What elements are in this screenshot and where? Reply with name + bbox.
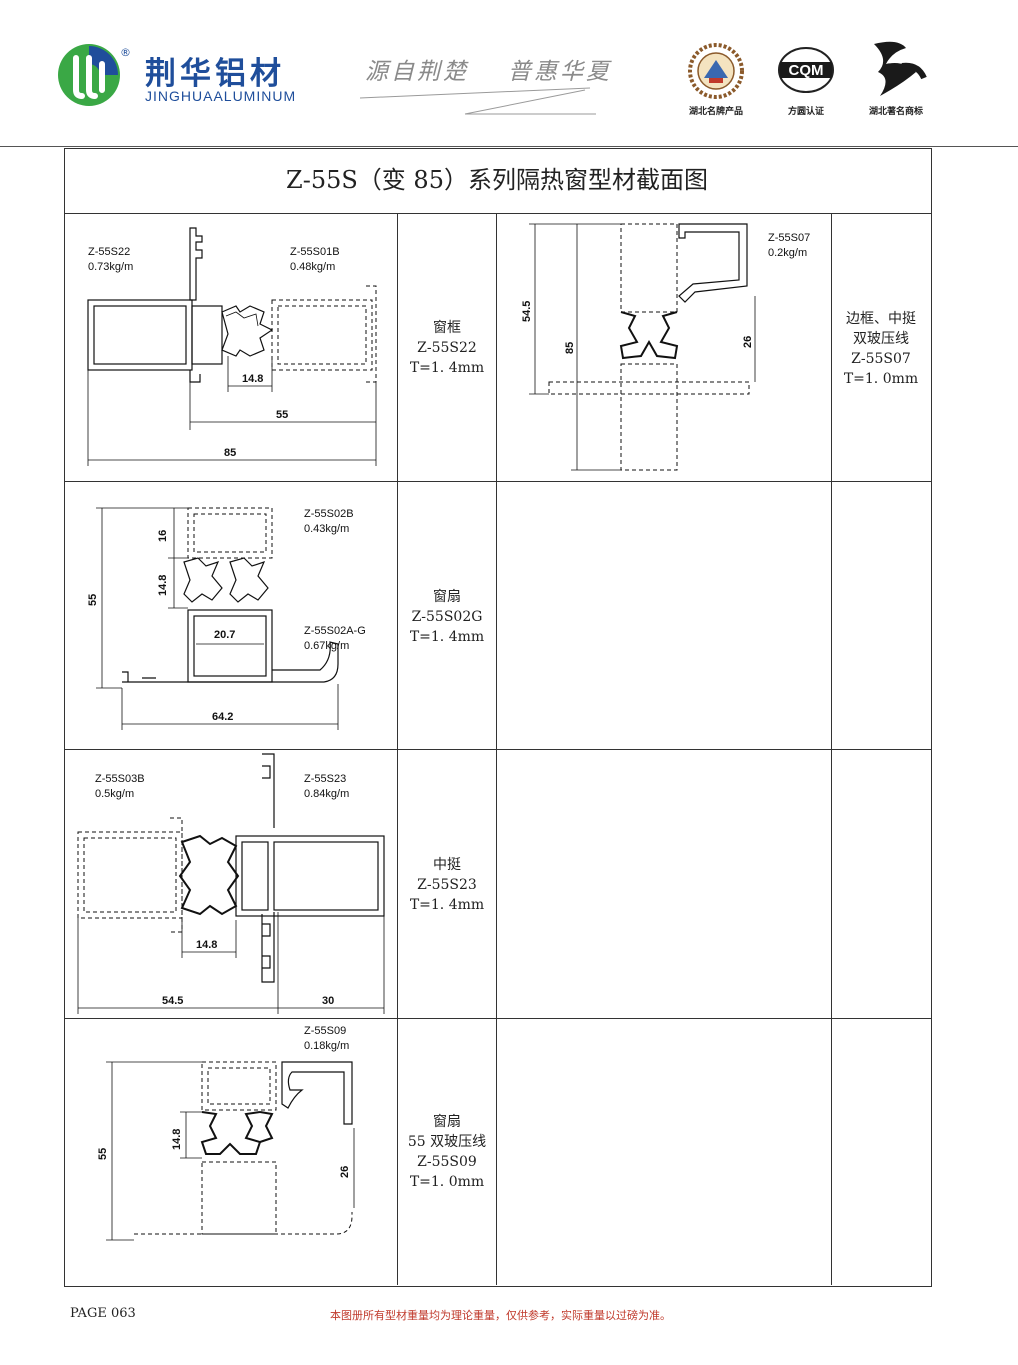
desc-line: T=1. 4mm [409,360,485,376]
section-drawing-sash-bead: 55 14.8 26 [97,1061,355,1241]
profile-weight: 0.43kg/m [304,523,350,535]
desc-line: 中挺 [433,857,461,873]
desc-line: T=1. 0mm [409,1174,485,1190]
desc-line: 窗扇 [433,589,461,605]
profile-description: 窗框 Z-55S22 T=1. 4mm [398,318,496,378]
profile-description: 窗扇 55 双玻压线 Z-55S09 T=1. 0mm [398,1112,496,1192]
weight-disclaimer: 本图册所有型材重量均为理论重量，仅供参考，实际重量以过磅为准。 [330,1309,671,1322]
slogan-left: 源自荆楚 [365,59,469,85]
hubei-brand-emblem-icon [688,43,744,99]
row-divider-1 [64,481,931,482]
desc-line: Z-55S09 [417,1154,477,1170]
desc-line: 边框、中挺 [846,311,916,327]
dim-label: 26 [339,1166,351,1178]
desc-line: Z-55S22 [417,340,477,356]
cqm-certification-icon [778,47,834,93]
dim-label: 16 [157,530,169,542]
profile-weight: 0.73kg/m [88,261,134,273]
dim-label: 85 [564,342,576,354]
profile-code: Z-55S22 [88,246,131,258]
slogan-right: 普惠华夏 [508,59,612,85]
dim-label: 14.8 [242,373,263,385]
profile-code: Z-55S02A-G [304,625,366,637]
profile-weight: 0.48kg/m [290,261,336,273]
slogan-underline [360,87,596,115]
brand-name-cn: 荆华铝材 [145,56,285,92]
desc-line: Z-55S02G [411,609,483,625]
page-header: ® 荆华铝材 JINGHUAALUMINUM 源自荆楚 普惠华夏 湖北名牌产品 … [0,0,1018,148]
profile-code: Z-55S03B [95,773,145,785]
brand-name-en: JINGHUAALUMINUM [145,88,297,104]
profile-description: 边框、中挺 双玻压线 Z-55S07 T=1. 0mm [832,309,930,389]
registered-mark: ® [120,46,131,59]
cert-label-2: 方圆认证 [787,107,824,117]
profile-weight: 0.5kg/m [95,788,135,800]
dim-label: 64.2 [212,711,233,723]
desc-line: T=1. 4mm [409,897,485,913]
col-divider-3 [831,213,832,1285]
title-row-divider [64,213,931,214]
profile-code: Z-55S23 [304,773,347,785]
dim-label: 30 [322,995,334,1007]
profile-table [64,148,932,1287]
profile-code: Z-55S07 [768,232,811,244]
desc-line: 双玻压线 [853,331,909,347]
dim-label: 55 [97,1148,109,1160]
dim-label: 20.7 [214,629,235,641]
profile-code: Z-55S01B [290,246,340,258]
cqm-logo-text: CQM [788,62,824,79]
dim-label: 54.5 [162,995,183,1007]
profile-code: Z-55S02B [304,508,354,520]
desc-line: 55 双玻压线 [407,1134,487,1150]
desc-line: Z-55S23 [417,877,477,893]
profile-code: Z-55S09 [304,1025,347,1037]
profile-description: 中挺 Z-55S23 T=1. 4mm [398,855,496,915]
row-divider-2 [64,749,931,750]
profile-weight: 0.2kg/m [768,247,808,259]
hubei-trademark-icon [874,41,927,96]
dim-label: 54.5 [521,301,533,322]
col-divider-2 [496,213,497,1285]
page-number: PAGE 063 [70,1306,136,1321]
desc-line: 窗扇 [433,1114,461,1130]
cert-label-3: 湖北著名商标 [868,107,923,117]
dim-label: 85 [224,447,236,459]
header-divider [0,146,1018,147]
page-title: Z-55S（变 85）系列隔热窗型材截面图 [286,166,708,194]
jinghua-logo-icon [58,44,120,106]
profile-description: 窗扇 Z-55S02G T=1. 4mm [398,587,496,647]
col-divider-1 [397,213,398,1285]
section-drawing-sash: 16 14.8 55 20.7 64.2 [87,507,339,730]
dim-label: 14.8 [196,939,217,951]
section-drawing-frame: 14.8 55 85 [87,227,377,466]
section-drawing-bead: 54.5 85 26 [521,223,756,471]
desc-line: Z-55S07 [851,351,911,367]
row-divider-3 [64,1018,931,1019]
dim-label: 14.8 [157,575,169,596]
profile-weight: 0.84kg/m [304,788,350,800]
cert-label-1: 湖北名牌产品 [688,107,743,117]
dim-label: 14.8 [171,1129,183,1150]
dim-label: 26 [742,336,754,348]
desc-line: 窗框 [433,320,461,336]
desc-line: T=1. 4mm [409,629,485,645]
profile-weight: 0.18kg/m [304,1040,350,1052]
section-drawing-mullion: 14.8 54.5 30 [77,753,385,1014]
dim-label: 55 [87,594,99,606]
desc-line: T=1. 0mm [843,371,919,387]
dim-label: 55 [276,409,288,421]
